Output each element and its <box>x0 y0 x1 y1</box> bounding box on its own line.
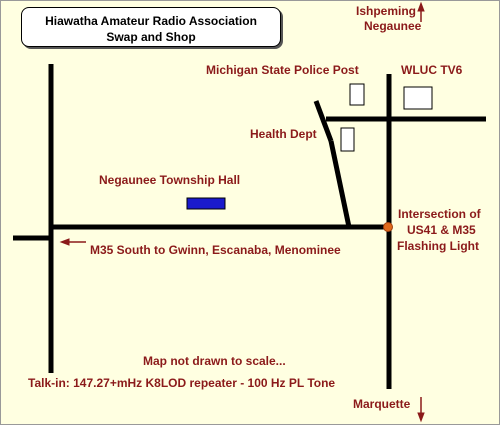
label-marquette: Marquette <box>353 397 411 411</box>
label-intersection-2: US41 & M35 <box>407 223 476 237</box>
label-ishpeming: Ishpeming <box>356 4 417 18</box>
wluc-building <box>403 86 433 110</box>
title-line-2: Swap and Shop <box>106 30 196 44</box>
police-building <box>349 83 365 106</box>
road-diagonal <box>328 140 352 228</box>
label-intersection-1: Intersection of <box>398 207 481 221</box>
label-intersection-3: Flashing Light <box>397 239 479 253</box>
label-negaunee: Negaunee <box>364 19 422 33</box>
label-m35-south: M35 South to Gwinn, Escanaba, Menominee <box>90 243 341 257</box>
road-diagonal-top <box>313 100 334 142</box>
township-hall-building <box>186 197 226 210</box>
health-building <box>340 127 355 152</box>
label-scale-note: Map not drawn to scale... <box>143 354 286 368</box>
label-police: Michigan State Police Post <box>206 63 359 77</box>
south-arrow <box>417 397 425 423</box>
label-health-dept: Health Dept <box>250 127 317 141</box>
label-wluc: WLUC TV6 <box>401 63 463 77</box>
north-arrow <box>417 1 425 22</box>
label-talk-in: Talk-in: 147.27+mHz K8LOD repeater - 100… <box>28 376 336 390</box>
west-arrow <box>59 238 86 246</box>
intersection-dot <box>383 222 393 232</box>
label-township-hall: Negaunee Township Hall <box>99 173 241 187</box>
title-line-1: Hiawatha Amateur Radio Association <box>45 14 257 28</box>
title-box: Hiawatha Amateur Radio Association Swap … <box>21 7 281 47</box>
